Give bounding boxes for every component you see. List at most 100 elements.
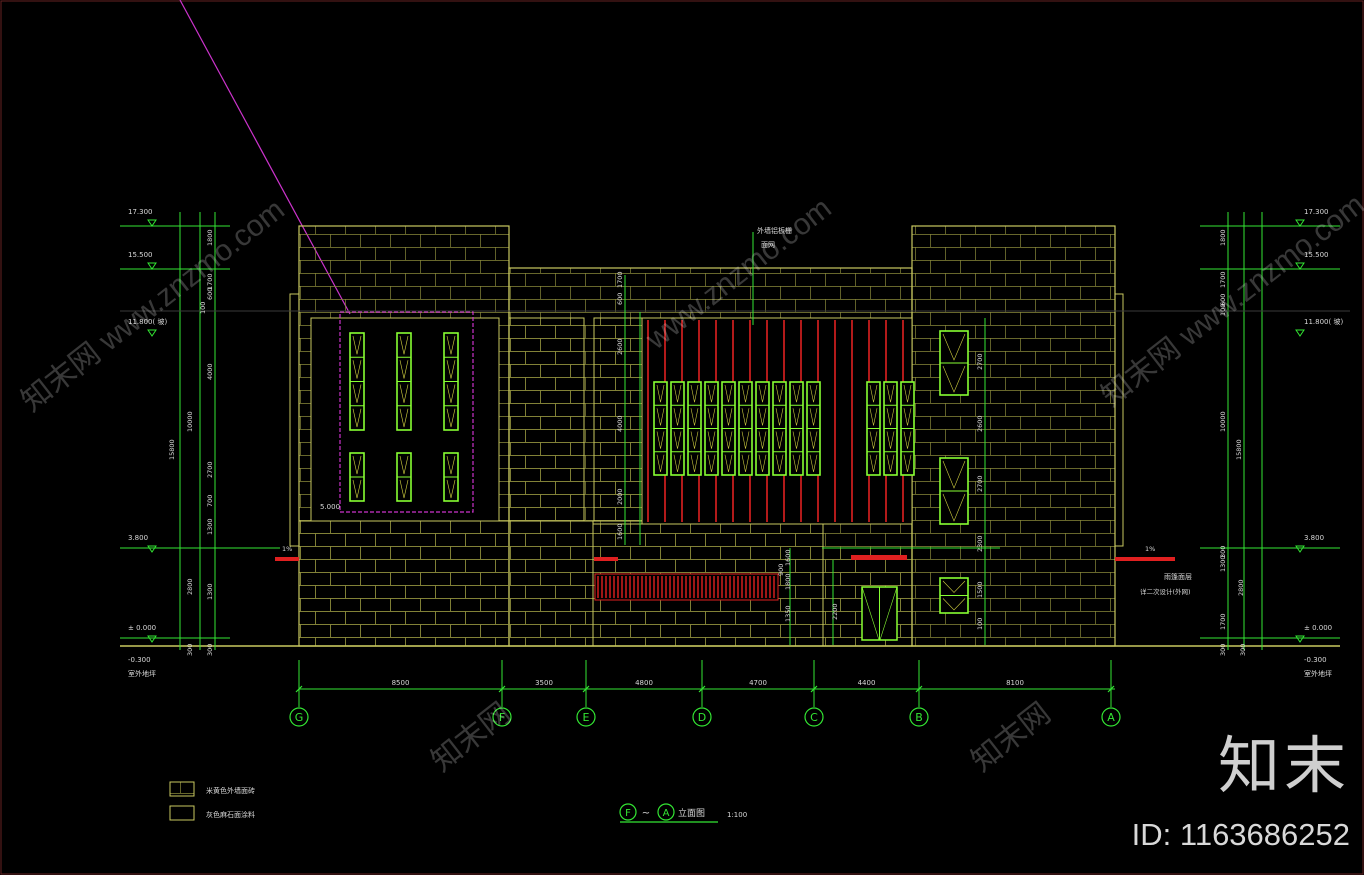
dim-left: 4000: [206, 363, 214, 380]
watermark-id: ID: 1163686252: [1131, 817, 1350, 852]
dim-door: 1800: [784, 573, 792, 590]
level-label-left: 15.500: [128, 251, 153, 259]
axis-bubble: [492, 707, 512, 727]
axis-label: D: [698, 711, 706, 724]
dim-door: 1600: [784, 549, 792, 566]
title-sep: ~: [642, 808, 650, 819]
level-label-right: 11.800( 坡): [1304, 317, 1343, 326]
title-axis-from: F: [625, 808, 631, 819]
axis-bubble: [576, 707, 596, 727]
axis-label: A: [1107, 711, 1115, 724]
dim-right: 300: [1239, 644, 1247, 656]
right-canopy: [1115, 557, 1175, 561]
grid-axis-bubbles: [289, 685, 1121, 727]
dim-right: 10000: [1219, 411, 1227, 432]
dim-left: 15800: [168, 439, 176, 460]
bay-dimension: 4800: [635, 679, 653, 687]
dim-right: 100: [1219, 304, 1227, 316]
dim-left: 300: [186, 644, 194, 656]
dim-left: 10000: [186, 411, 194, 432]
axis-bubble: [1101, 707, 1121, 727]
dim-right-mid: 2300: [976, 535, 984, 552]
level-label-right: 室外地坪: [1304, 669, 1332, 678]
level-label-right: 17.300: [1304, 208, 1329, 216]
level-label-left: 3.800: [128, 534, 148, 542]
dim-left: 1300: [206, 583, 214, 600]
level-label-left: 17.300: [128, 208, 153, 216]
bay-dimension: 3500: [535, 679, 553, 687]
dim-right: 300: [1219, 546, 1227, 558]
axis-label: F: [499, 711, 505, 724]
annotation-slope: 1%: [1145, 545, 1155, 553]
dim-mid: 1600: [616, 523, 624, 540]
legend-swatch-tile: [169, 781, 195, 797]
dim-right: 15800: [1235, 439, 1243, 460]
bay-dimension: 8500: [392, 679, 410, 687]
dim-door: 900: [777, 564, 785, 576]
title-axis-bubble: [619, 803, 637, 821]
entrance-canopy: [851, 555, 907, 560]
drawing-scale: 1:100: [727, 811, 747, 819]
dim-mid: 2600: [616, 338, 624, 355]
right-parapet-edge: [1114, 293, 1124, 547]
axis-label: B: [915, 711, 923, 724]
annotation-canopy: 雨篷面层: [1164, 572, 1192, 581]
annotation-level: 5.000: [320, 503, 340, 511]
axis-bubble: [909, 707, 929, 727]
windows-group: [349, 330, 969, 614]
dim-left: 2800: [186, 578, 194, 595]
level-label-right: 15.500: [1304, 251, 1329, 259]
axis-label: G: [295, 711, 304, 724]
dim-left: 300: [206, 644, 214, 656]
recess-side: [508, 317, 585, 522]
mid-canopy: [594, 557, 618, 561]
dim-right: 1700: [1219, 271, 1227, 288]
dim-right: 2800: [1237, 579, 1245, 596]
dim-door: 1350: [784, 605, 792, 622]
bay-dimension: 4700: [749, 679, 767, 687]
dim-mid: 600: [616, 293, 624, 305]
dim-right: 1700: [1219, 613, 1227, 630]
mid-pier: [593, 317, 643, 522]
podium-left: [298, 520, 594, 647]
legend-label: 米黄色外墙面砖: [206, 786, 255, 795]
dim-right-mid: 100: [976, 618, 984, 630]
level-label-left: ± 0.000: [128, 624, 156, 632]
dim-left: 1700: [206, 273, 214, 290]
level-label-left: 11.800( 坡): [128, 317, 167, 326]
dim-left: 100: [199, 302, 207, 314]
dim-right: 300: [1219, 644, 1227, 656]
annotation-slope: 1%: [282, 545, 292, 553]
red-grille-slats: [597, 576, 775, 598]
level-label-right: ± 0.000: [1304, 624, 1332, 632]
dim-right-mid: 2600: [976, 415, 984, 432]
dim-left: 1800: [206, 229, 214, 246]
dim-mid: 2000: [616, 488, 624, 505]
dimension-lines: [120, 212, 1350, 690]
legend-label: 灰色麻石面涂料: [206, 810, 255, 819]
legend-swatch-stone: [169, 805, 195, 821]
annotation-mesh: 面网: [761, 241, 775, 249]
dim-mid: 1700: [616, 271, 624, 288]
annotation-louver: 外墙铝板栅: [757, 226, 792, 235]
level-label-right: 3.800: [1304, 534, 1324, 542]
left-parapet-edge: [289, 293, 300, 547]
dim-left: 2700: [206, 461, 214, 478]
dim-door: 2200: [831, 603, 839, 620]
bay-dimension: 4400: [858, 679, 876, 687]
axis-label: E: [583, 711, 590, 724]
dim-right-mid: 2700: [976, 475, 984, 492]
left-canopy: [275, 557, 299, 561]
annotation-detail: 详二次设计(外网): [1140, 587, 1191, 596]
stone-clad-frame: [339, 311, 474, 513]
dim-left: 1300: [206, 518, 214, 535]
watermark-logo: 知末: [1217, 732, 1350, 801]
dim-right-mid: 2700: [976, 353, 984, 370]
level-label-right: -0.300: [1304, 656, 1327, 664]
bay-dimension: 8100: [1006, 679, 1024, 687]
dim-left: 600: [206, 288, 214, 300]
title-axis-bubble: [657, 803, 675, 821]
